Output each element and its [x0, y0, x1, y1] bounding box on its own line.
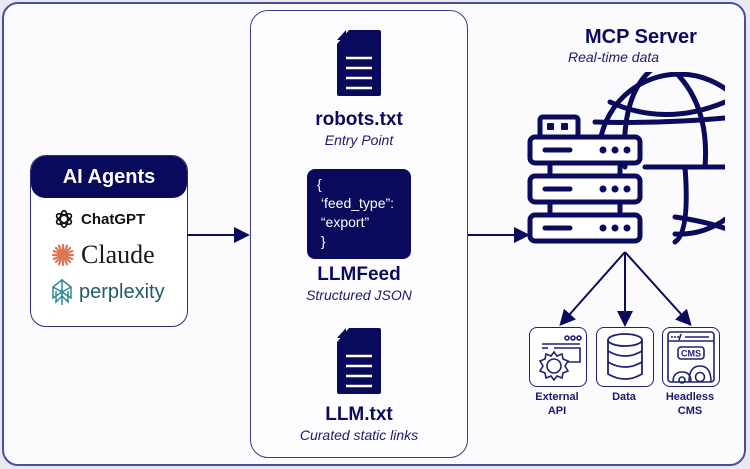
robots-subtitle: Entry Point	[324, 132, 394, 148]
llmfeed-json-box: { ‘feed_type”: “export” }	[307, 169, 411, 259]
agent-claude-label: Claude	[81, 240, 155, 269]
json-line: ‘feed_type”:	[317, 195, 395, 211]
llmtxt-title: LLM.txt	[325, 404, 393, 425]
agent-chatgpt: ChatGPT	[53, 208, 145, 230]
claude-sunburst-icon	[51, 243, 75, 267]
headless-cms-label-line1: Headless	[665, 391, 715, 403]
llmfeed-title: LLMFeed	[317, 264, 401, 285]
mcp-subtitle: Real-time data	[568, 49, 660, 65]
json-line: {	[317, 176, 322, 192]
json-line: “export”	[317, 214, 370, 230]
llmtxt-subtitle: Curated static links	[299, 427, 419, 443]
robots-title: robots.txt	[315, 109, 403, 130]
json-line: }	[317, 233, 326, 249]
headless-cms-label: Headless CMS	[655, 390, 725, 418]
agent-chatgpt-label: ChatGPT	[81, 210, 146, 228]
openai-logo-icon	[55, 209, 73, 229]
robots-document-icon	[337, 30, 381, 96]
llmtxt-document-icon	[337, 328, 381, 394]
data-box	[596, 327, 654, 387]
agent-perplexity-label: perplexity	[79, 280, 165, 303]
external-api-label-line2: API	[547, 405, 567, 417]
api-gear-icon	[538, 335, 582, 382]
mcp-title: MCP Server	[585, 26, 697, 48]
llmfeed-subtitle: Structured JSON	[306, 287, 412, 303]
cms-window-icon: CMS	[667, 331, 715, 384]
arrow-mcp-to-api	[559, 251, 626, 326]
data-label: Data	[589, 390, 659, 404]
cms-badge: CMS	[681, 349, 701, 359]
headless-cms-box: CMS	[662, 327, 720, 387]
data-label-line1: Data	[612, 391, 636, 403]
agent-perplexity: perplexity	[51, 278, 165, 306]
external-api-label-line1: External	[535, 391, 579, 403]
ai-agents-card: AI Agents ChatGPT Claude	[30, 155, 188, 327]
arrow-mcp-to-cms	[624, 251, 692, 326]
external-api-label: External API	[522, 390, 592, 418]
agent-claude: Claude	[51, 240, 155, 270]
headless-cms-label-line2: CMS	[677, 405, 703, 417]
perplexity-logo-icon	[52, 279, 72, 305]
external-api-box	[529, 327, 587, 387]
database-icon	[607, 333, 643, 380]
feed-formats-card: robots.txt Entry Point { ‘feed_type”: “e…	[250, 10, 468, 458]
server-globe-icon	[527, 72, 725, 245]
ai-agents-title: AI Agents	[31, 156, 187, 198]
